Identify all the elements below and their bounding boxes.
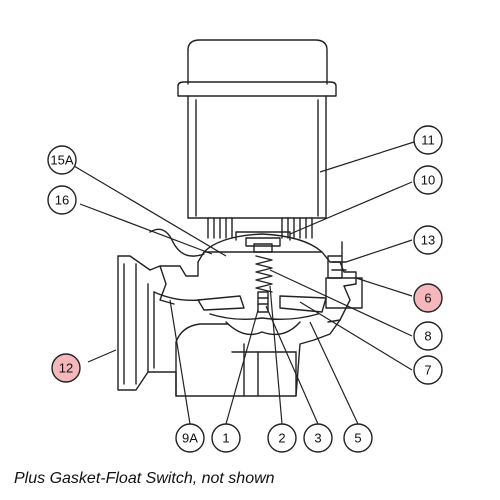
callout-label: 9A <box>182 431 198 446</box>
callout-label: 7 <box>424 363 431 378</box>
callout-5: 5 <box>343 423 373 453</box>
leader-13 <box>345 239 413 263</box>
leader-lines <box>73 141 415 425</box>
callout-2: 2 <box>267 423 297 453</box>
callout-10: 10 <box>413 165 443 195</box>
callout-6: 6 <box>413 283 443 313</box>
callout-7: 7 <box>413 355 443 385</box>
callout-label: 12 <box>59 361 73 376</box>
leader-9a <box>169 299 191 425</box>
callout-9a: 9A <box>175 423 205 453</box>
upper-housing <box>149 261 357 323</box>
callout-3: 3 <box>303 423 333 453</box>
leader-11 <box>319 141 415 173</box>
callout-12: 12 <box>51 353 81 383</box>
leader-12 <box>87 349 117 363</box>
callout-label: 6 <box>424 291 431 306</box>
diaphragm-cover <box>197 231 331 263</box>
callout-label: 5 <box>354 431 361 446</box>
callout-label: 1 <box>222 431 229 446</box>
side-bolt <box>325 241 363 309</box>
callout-1: 1 <box>211 423 241 453</box>
callout-11: 11 <box>413 125 443 155</box>
leader-5 <box>309 321 359 425</box>
valve-stem <box>257 291 269 313</box>
callout-label: 15A <box>50 153 73 168</box>
pump-body <box>117 255 341 397</box>
callout-label: 13 <box>421 233 435 248</box>
callouts: 15A 16 11 10 13 6 8 7 <box>47 125 443 453</box>
callout-8: 8 <box>413 321 443 351</box>
leader-8 <box>269 269 413 337</box>
callout-label: 11 <box>421 133 435 148</box>
callout-label: 10 <box>421 173 435 188</box>
leader-15a <box>73 165 227 257</box>
callout-15a: 15A <box>47 145 77 175</box>
leader-6 <box>355 277 413 297</box>
callout-label: 2 <box>278 431 285 446</box>
callout-label: 3 <box>314 431 321 446</box>
motor-cap <box>177 39 337 97</box>
callout-16: 16 <box>47 185 77 215</box>
diffuser-plate <box>197 295 327 336</box>
callout-13: 13 <box>413 225 443 255</box>
leader-2 <box>269 285 283 425</box>
cooling-fins <box>207 217 313 239</box>
callout-label: 16 <box>55 193 69 208</box>
diagram-caption: Plus Gasket-Float Switch, not shown <box>14 470 275 487</box>
spring <box>255 255 273 293</box>
pump-assembly-drawing <box>117 39 363 397</box>
leader-1 <box>225 309 259 425</box>
motor-housing <box>187 95 327 219</box>
power-cable <box>149 228 205 257</box>
leader-7 <box>299 301 413 371</box>
leader-3 <box>265 305 319 425</box>
leader-10 <box>289 181 413 235</box>
leader-16 <box>79 203 213 255</box>
callout-label: 8 <box>424 329 431 344</box>
